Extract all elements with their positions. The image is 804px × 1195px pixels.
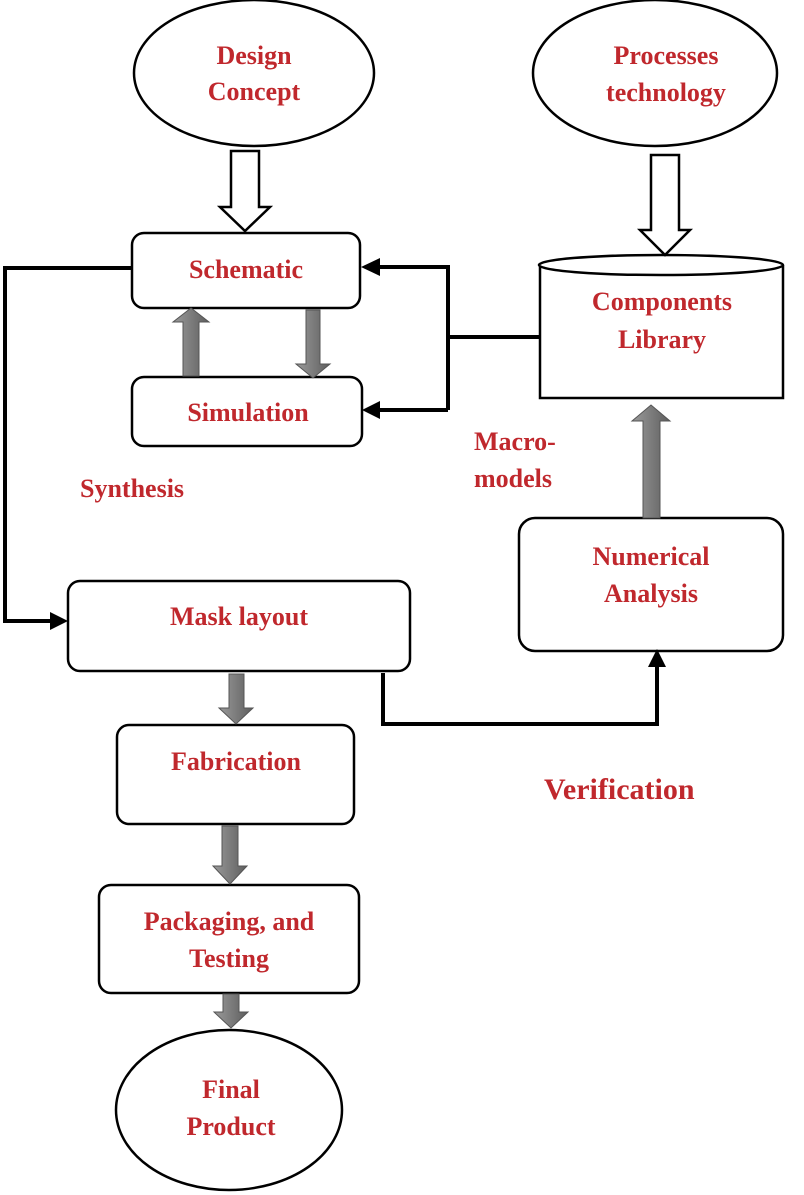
schematic-label-line: Schematic: [189, 255, 303, 284]
packaging-testing-label-line: Testing: [189, 944, 269, 973]
fabrication-node: [115, 723, 356, 826]
macro-models-label-line: models: [474, 464, 552, 493]
fabrication-label-line: Fabrication: [171, 747, 302, 776]
design-to-schematic-arrow: [216, 149, 274, 233]
numerical-to-library-arrow: [630, 404, 672, 519]
final-product-label-line: Final: [202, 1075, 260, 1104]
mask-layout-node: [66, 579, 412, 673]
components-library-node: [537, 253, 785, 400]
packaging-testing-node: [97, 883, 361, 995]
simulation-label-line: Simulation: [187, 398, 309, 427]
design-concept-node: [132, 0, 376, 148]
packaging-to-final-arrow: [212, 993, 250, 1029]
components-library-label-line: Components: [592, 287, 732, 316]
design-concept-label-line: Concept: [208, 77, 301, 106]
processes-to-library-arrow: [636, 153, 694, 257]
packaging-testing-label-line: Packaging, and: [144, 907, 315, 936]
simulation-label: Simulation: [187, 398, 309, 427]
fabrication-label: Fabrication: [171, 747, 302, 776]
simulation-node: [130, 375, 364, 448]
processes-technology-label: Processes technology: [606, 41, 726, 107]
schematic-arrowhead: [361, 258, 380, 276]
numerical-analysis-label-line: Numerical: [593, 542, 710, 571]
schematic-node: [130, 231, 362, 310]
components-library-label-line: Library: [618, 325, 706, 354]
simulation-arrowhead: [362, 401, 380, 419]
verification-connector: [381, 665, 659, 726]
synthesis-label-line: Synthesis: [80, 474, 184, 503]
mask-layout-label-line: Mask layout: [170, 602, 308, 631]
library-to-schematic-connector: [378, 265, 450, 410]
synthesis-arrowhead: [50, 612, 68, 630]
mask-to-fabrication-arrow: [217, 673, 255, 725]
macro-models-label-line: Macro-: [474, 427, 556, 456]
processes-technology-label-line: technology: [606, 78, 726, 107]
verification-label-line: Verification: [544, 773, 695, 806]
design-concept-label-line: Design: [216, 41, 292, 70]
processes-technology-label-line: Processes: [614, 41, 719, 70]
mask-layout-label: Mask layout: [170, 602, 308, 631]
macro-models-label: Macro-models: [474, 427, 556, 493]
fabrication-to-packaging-arrow: [211, 825, 249, 885]
verification-arrowhead: [648, 649, 666, 667]
processes-technology-node: [531, 0, 779, 148]
synthesis-label: Synthesis: [80, 474, 184, 503]
schematic-to-simulation-arrow: [294, 309, 332, 379]
synthesis-connector: [3, 266, 132, 623]
simulation-to-schematic-arrow: [171, 307, 211, 377]
schematic-label: Schematic: [189, 255, 303, 284]
numerical-analysis-label-line: Analysis: [604, 579, 698, 608]
final-product-label-line: Product: [186, 1112, 275, 1141]
verification-label: Verification: [544, 773, 695, 806]
final-product-node: [114, 1028, 344, 1192]
